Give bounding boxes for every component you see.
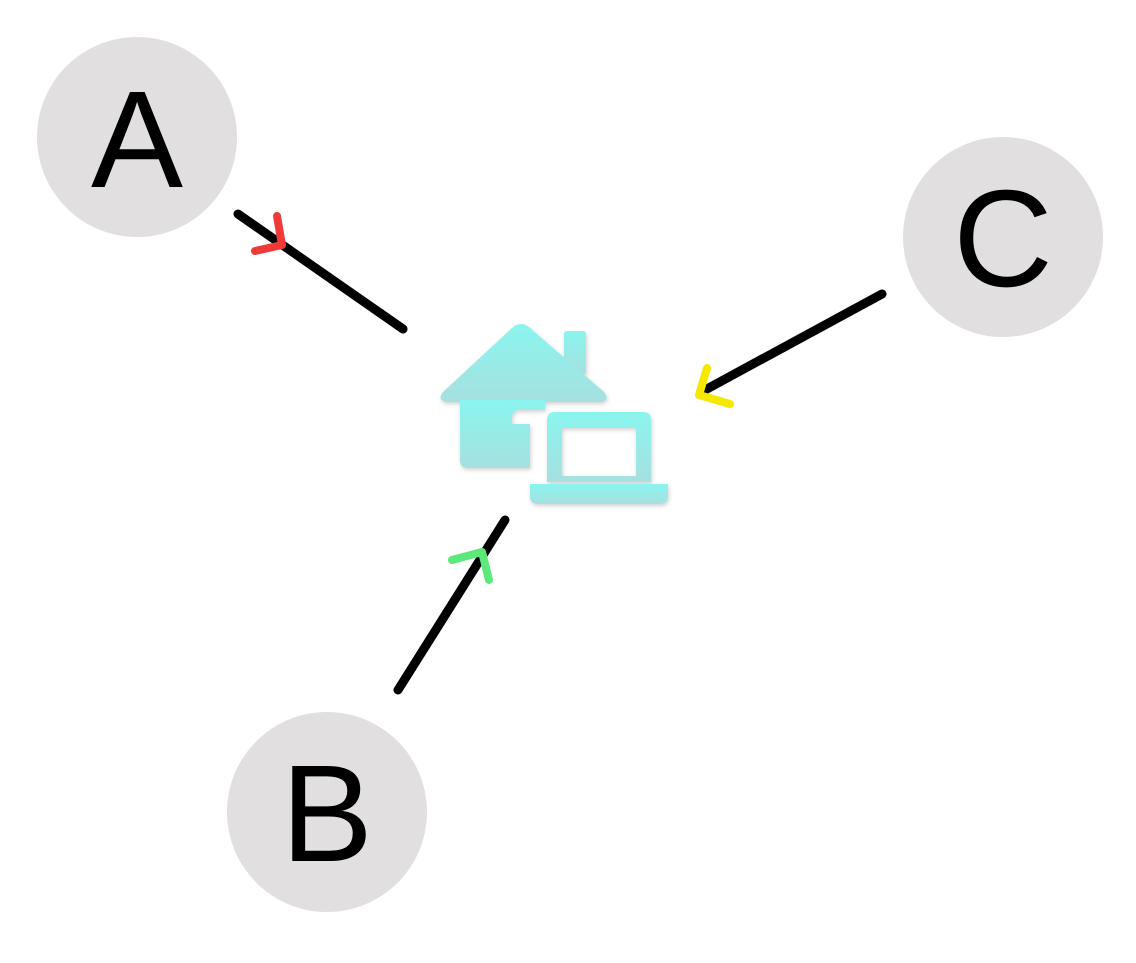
node-a-label: A bbox=[91, 63, 183, 217]
node-a: A bbox=[37, 37, 237, 237]
arrow-head-c bbox=[695, 364, 734, 408]
edge-line-b bbox=[393, 515, 510, 695]
node-b: B bbox=[227, 712, 427, 912]
node-b-label: B bbox=[281, 737, 373, 891]
edge-a-to-hub bbox=[233, 209, 408, 334]
home-laptop-icon bbox=[440, 324, 668, 504]
edge-c-to-hub bbox=[695, 289, 887, 408]
node-b-circle bbox=[227, 712, 427, 912]
node-a-circle bbox=[37, 37, 237, 237]
node-c-circle bbox=[903, 137, 1103, 337]
arrow-head-a bbox=[251, 212, 286, 255]
edge-line-a bbox=[233, 209, 408, 334]
edge-b-to-hub bbox=[393, 515, 510, 695]
node-c: C bbox=[903, 137, 1103, 337]
node-c-label: C bbox=[953, 162, 1053, 316]
edge-line-c bbox=[700, 289, 887, 395]
arrow-head-b bbox=[448, 548, 493, 584]
